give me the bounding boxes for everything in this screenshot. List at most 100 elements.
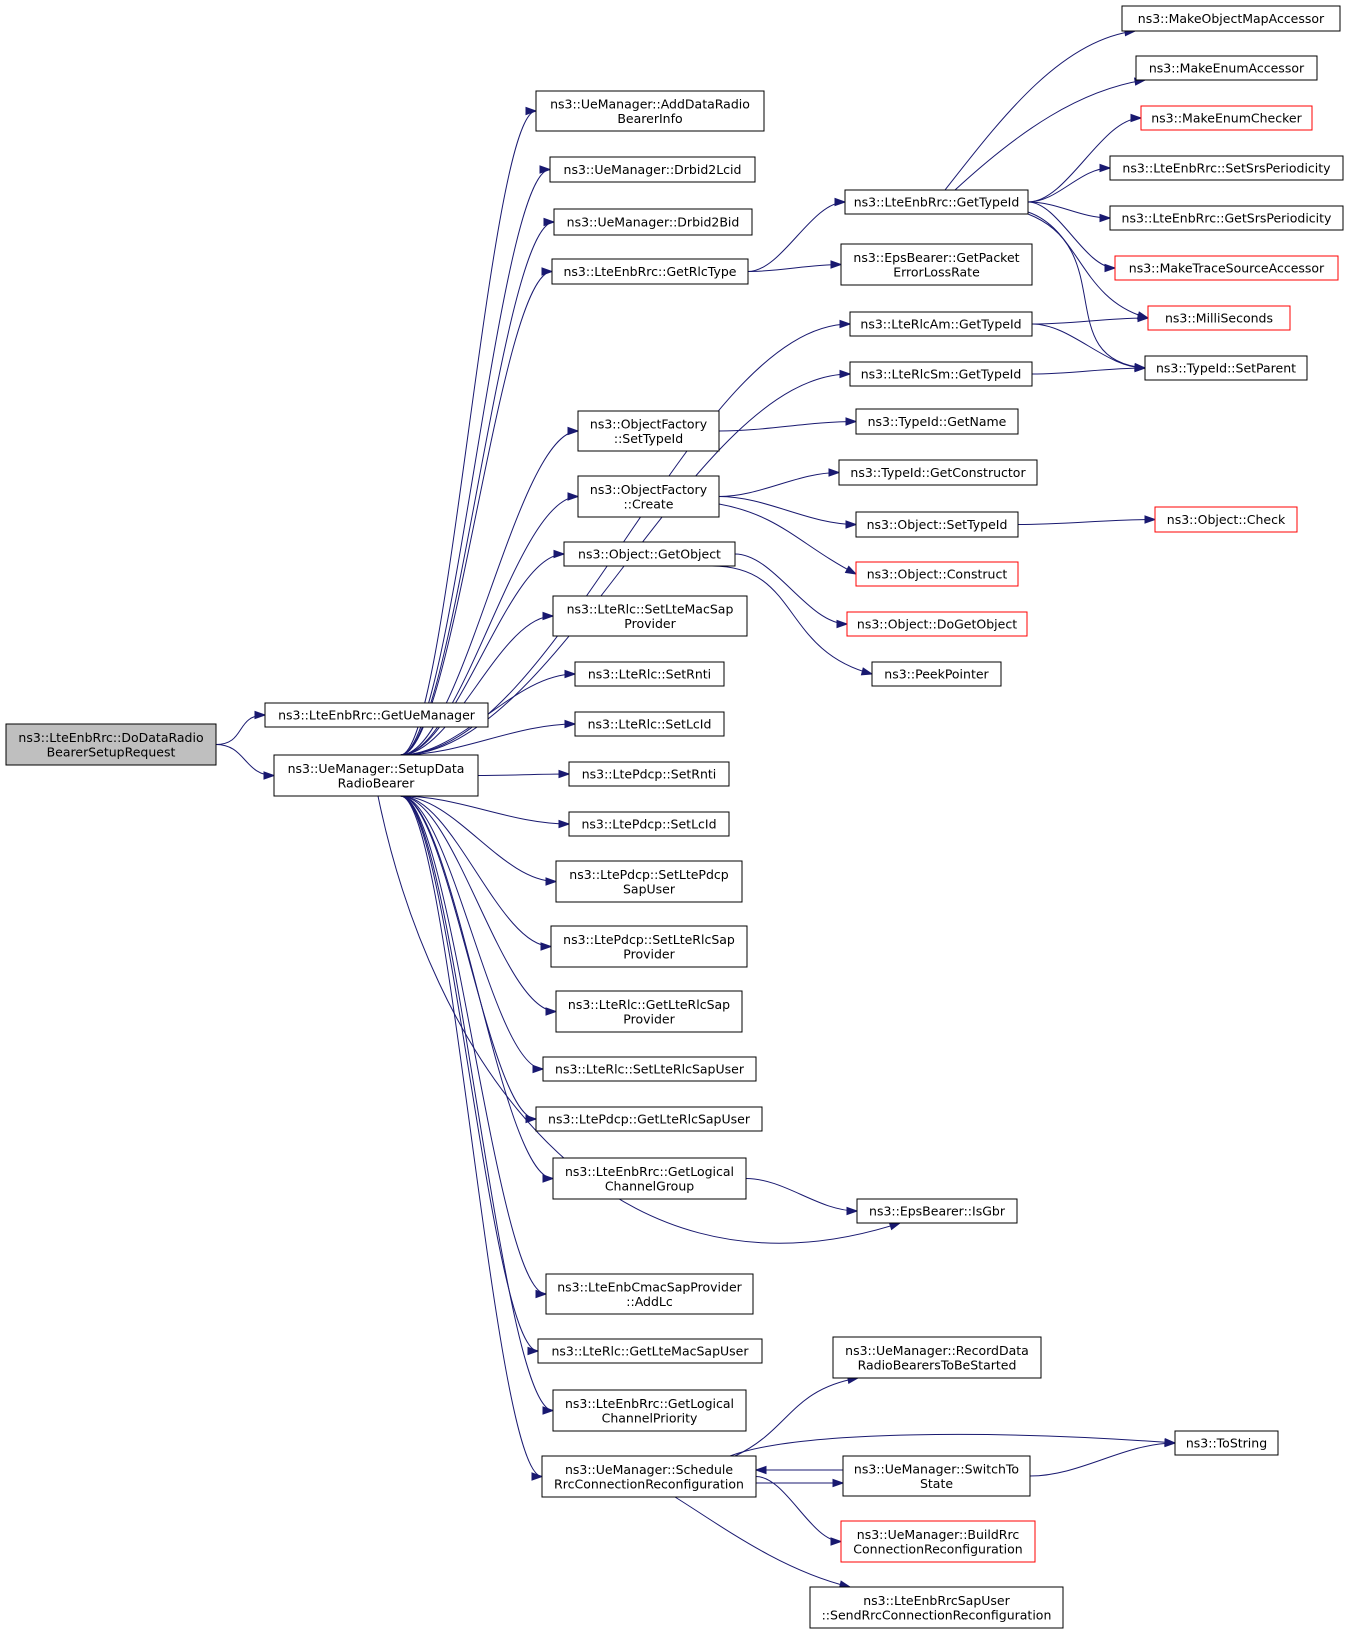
function-node-rlcAmTypeId[interactable]: ns3::LteRlcAm::GetTypeId	[849, 311, 1033, 337]
function-node-objectConstruct[interactable]: ns3::Object::Construct	[855, 561, 1019, 587]
function-node-root[interactable]: ns3::LteEnbRrc::DoDataRadioBearerSetupRe…	[5, 723, 217, 766]
node-box	[273, 754, 479, 797]
function-node-toString[interactable]: ns3::ToString	[1174, 1430, 1279, 1456]
node-box	[549, 156, 756, 183]
function-node-rlcSetRnti[interactable]: ns3::LteRlc::SetRnti	[574, 661, 725, 687]
function-node-setSrsPeriodicity[interactable]: ns3::LteEnbRrc::SetSrsPeriodicity	[1109, 155, 1344, 181]
node-box	[1154, 506, 1298, 533]
function-node-objectSetTypeId[interactable]: ns3::Object::SetTypeId	[855, 511, 1019, 538]
call-edge-setupDRB-to-pdcpSetRnti	[477, 773, 570, 776]
function-node-typeIdGetName[interactable]: ns3::TypeId::GetName	[855, 408, 1019, 435]
node-label-line: ns3::UeManager::SetupData	[288, 761, 465, 776]
node-label-line: ns3::Object::SetTypeId	[867, 517, 1008, 532]
function-node-getObject[interactable]: ns3::Object::GetObject	[563, 541, 736, 567]
node-label-line: SapUser	[623, 881, 676, 896]
call-edge-setupDRB-to-pdcpSetLteRlcSapProvider	[400, 795, 552, 947]
function-node-makeTraceSourceAccessor[interactable]: ns3::MakeTraceSourceAccessor	[1114, 255, 1339, 281]
arrowhead-setupDRB-to-addLc	[535, 1289, 548, 1299]
function-node-sendRrc[interactable]: ns3::LteEnbRrcSapUser::SendRrcConnection…	[809, 1586, 1064, 1629]
node-box	[537, 1338, 763, 1364]
function-node-rlcSetLcId[interactable]: ns3::LteRlc::SetLcId	[574, 711, 725, 737]
function-node-addLc[interactable]: ns3::LteEnbCmacSapProvider::AddLc	[545, 1273, 754, 1315]
function-node-milliSeconds[interactable]: ns3::MilliSeconds	[1147, 305, 1291, 331]
function-node-pdcpGetLteRlcSapUser[interactable]: ns3::LtePdcp::GetLteRlcSapUser	[535, 1106, 763, 1132]
call-edge-ofCreate-to-typeIdGetConstructor	[718, 472, 840, 497]
function-node-rlcSetLteRlcSapUser[interactable]: ns3::LteRlc::SetLteRlcSapUser	[542, 1056, 757, 1082]
node-box	[551, 258, 749, 285]
function-node-drbid2bid[interactable]: ns3::UeManager::Drbid2Bid	[553, 208, 753, 236]
function-node-ofSetTypeId[interactable]: ns3::ObjectFactory::SetTypeId	[577, 410, 720, 452]
node-box	[5, 723, 217, 766]
arrowhead-ofSetTypeId-to-typeIdGetName	[845, 417, 858, 426]
function-node-getLteMacSapUser[interactable]: ns3::LteRlc::GetLteMacSapUser	[537, 1338, 763, 1364]
arrowhead-rlcSmTypeId-to-typeIdSetParent	[1134, 363, 1147, 373]
node-label-line: ns3::EpsBearer::GetPacket	[853, 250, 1019, 265]
function-node-objectDoGetObject[interactable]: ns3::Object::DoGetObject	[846, 611, 1028, 637]
function-node-typeIdSetParent[interactable]: ns3::TypeId::SetParent	[1144, 355, 1308, 381]
function-node-peekPointer[interactable]: ns3::PeekPointer	[871, 661, 1002, 687]
function-node-pdcpSetLcId[interactable]: ns3::LtePdcp::SetLcId	[568, 811, 730, 837]
arrowhead-setupDRB-to-ofCreate	[567, 492, 580, 501]
call-edge-ofCreate-to-objectSetTypeId	[718, 496, 857, 525]
node-label-line: ErrorLossRate	[893, 264, 980, 279]
function-node-scheduleRrc[interactable]: ns3::UeManager::ScheduleRrcConnectionRec…	[541, 1455, 757, 1498]
arrowhead-setupDRB-to-scheduleRrc	[531, 1472, 544, 1481]
node-label-line: Provider	[623, 946, 675, 961]
node-label-line: ns3::LtePdcp::SetLtePdcp	[569, 867, 728, 882]
call-edge-enbRrcGetTypeId-to-setSrsPeriodicity	[1027, 167, 1111, 203]
function-node-getUeManager[interactable]: ns3::LteEnbRrc::GetUeManager	[264, 702, 489, 728]
function-node-makeEnumChecker[interactable]: ns3::MakeEnumChecker	[1140, 105, 1313, 131]
function-node-ofCreate[interactable]: ns3::ObjectFactory::Create	[577, 475, 720, 518]
call-edge-setupDRB-to-rlcSetLcId	[400, 723, 576, 756]
call-edge-setupDRB-to-addDRBInfo	[400, 110, 537, 756]
node-label-line: ns3::UeManager::SwitchTo	[854, 1461, 1019, 1476]
node-label-line: ns3::MakeTraceSourceAccessor	[1129, 261, 1325, 276]
node-label-line: ns3::LtePdcp::SetLcId	[581, 817, 716, 832]
node-label-line: ::AddLc	[626, 1294, 673, 1309]
function-node-getSrsPeriodicity[interactable]: ns3::LteEnbRrc::GetSrsPeriodicity	[1109, 205, 1344, 231]
function-node-recordDRB[interactable]: ns3::UeManager::RecordDataRadioBearersTo…	[832, 1336, 1042, 1379]
node-label-line: Provider	[624, 616, 676, 631]
function-node-buildRrc[interactable]: ns3::UeManager::BuildRrcConnectionReconf…	[840, 1520, 1036, 1563]
function-node-rlcSmTypeId[interactable]: ns3::LteRlcSm::GetTypeId	[849, 361, 1033, 387]
call-edge-setupDRB-to-setLteMacSap	[400, 615, 554, 756]
function-node-typeIdGetConstructor[interactable]: ns3::TypeId::GetConstructor	[838, 459, 1038, 486]
function-node-makeEnumAccessor[interactable]: ns3::MakeEnumAccessor	[1135, 55, 1318, 81]
call-edge-enbRrcGetTypeId-to-milliSeconds	[1027, 211, 1149, 319]
node-label-line: ns3::UeManager::RecordData	[845, 1343, 1029, 1358]
function-node-getRlcType[interactable]: ns3::LteEnbRrc::GetRlcType	[551, 258, 749, 285]
function-node-getLogicalChannelPriority[interactable]: ns3::LteEnbRrc::GetLogicalChannelPriorit…	[552, 1389, 747, 1432]
function-node-makeObjectMapAccessor[interactable]: ns3::MakeObjectMapAccessor	[1121, 5, 1341, 32]
arrowhead-setupDRB-to-rlcSetRnti	[564, 669, 577, 679]
node-label-line: ns3::MakeEnumChecker	[1151, 111, 1302, 126]
arrowhead-ofCreate-to-typeIdGetConstructor	[828, 468, 841, 477]
node-box	[563, 541, 736, 567]
function-node-isGbr[interactable]: ns3::EpsBearer::IsGbr	[856, 1198, 1018, 1224]
node-box	[552, 1389, 747, 1432]
node-label-line: ConnectionReconfiguration	[853, 1541, 1022, 1556]
arrowhead-setupDRB-to-isGbr	[888, 1222, 902, 1231]
call-edge-rlcAmTypeId-to-milliSeconds	[1031, 317, 1149, 325]
call-edge-setupDRB-to-getLteMacSapUser	[400, 795, 539, 1352]
node-label-line: ns3::LteEnbRrcSapUser	[863, 1593, 1010, 1608]
node-label-line: ::SetTypeId	[614, 431, 683, 446]
function-node-pdcpSetRnti[interactable]: ns3::LtePdcp::SetRnti	[568, 761, 730, 787]
node-label-line: ns3::LteEnbRrc::GetTypeId	[854, 195, 1020, 210]
function-node-objectCheck[interactable]: ns3::Object::Check	[1154, 506, 1298, 533]
node-label-line: ns3::UeManager::Drbid2Bid	[567, 215, 740, 230]
function-node-enbRrcGetTypeId[interactable]: ns3::LteEnbRrc::GetTypeId	[844, 189, 1029, 215]
node-label-line: State	[920, 1476, 953, 1491]
node-box	[552, 1157, 747, 1200]
function-node-drbid2lcid[interactable]: ns3::UeManager::Drbid2Lcid	[549, 156, 756, 183]
call-edge-objectSetTypeId-to-objectCheck	[1017, 519, 1156, 525]
